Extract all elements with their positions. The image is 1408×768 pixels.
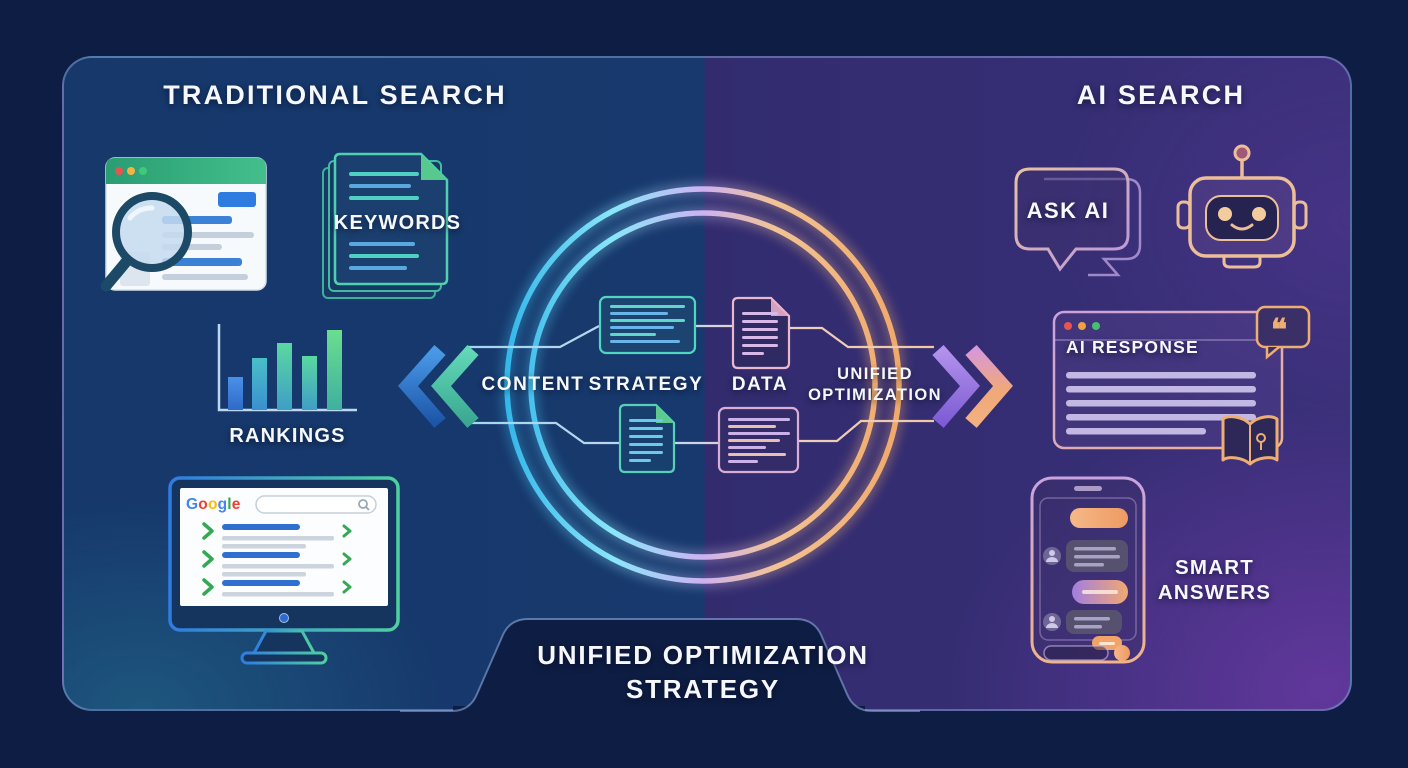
flow-connectors [468,324,934,445]
traditional-search-title: TRADITIONAL SEARCH [163,80,507,110]
google-logo-letter: g [217,496,228,513]
content-doc-icon [618,403,676,474]
content-label: CONTENT [481,374,585,395]
chat-bubble-bot [1043,540,1128,572]
magnifier-icon [100,192,192,292]
rankings-label: RANKINGS [229,425,346,447]
search-bar-magnifier-icon [358,499,370,511]
google-logo-letter: G [186,496,199,513]
google-logo-letter: l [227,496,232,513]
strategy-card-icon [598,295,697,355]
unified-optimization-line2: OPTIMIZATION [808,385,942,404]
data-doc-icon [731,296,791,370]
footer-notch [400,618,920,716]
footer-line1: UNIFIED OPTIMIZATION [537,640,869,670]
smart-answers-phone-icon [1030,476,1146,664]
strategy-label: STRATEGY [588,374,704,395]
google-logo-letter: o [198,496,208,513]
chat-send-button [1114,645,1130,661]
ai-response-window-icon: ❝ [1052,305,1311,466]
neon-ring [500,182,906,588]
chat-bubble-user-2 [1072,580,1128,604]
left-double-chevron-icon [398,345,479,428]
google-logo: Google [186,496,241,514]
search-bar [255,495,377,514]
smart-answers-label: SMART ANSWERS [1157,556,1272,604]
rankings-chart-icon [217,324,357,412]
unified-optimization-label: UNIFIED OPTIMIZATION [795,364,955,405]
google-logo-letter: e [231,496,241,513]
google-serp-monitor-icon [168,476,400,665]
data-label: DATA [731,374,789,395]
data-card-icon [717,406,800,474]
ai-response-label: AI RESPONSE [1066,337,1199,357]
chat-bubble-user [1070,508,1128,528]
search-results-browser-icon [100,157,267,292]
browser-header [106,158,266,184]
chat-bubble-bot-2 [1043,610,1122,634]
ask-ai-bubble-icon [1014,167,1142,277]
right-double-chevron-icon [932,345,1013,428]
google-logo-letter: o [207,496,218,513]
quote-bubble-icon: ❝ [1255,305,1311,360]
ask-ai-label: ASK AI [1026,198,1110,223]
keywords-label: KEYWORDS [333,212,462,234]
unified-optimization-line1: UNIFIED [837,365,913,383]
quote-glyph: ❝ [1271,314,1287,347]
keywords-doc-stack-icon [322,152,449,299]
footer-strategy-label: UNIFIED OPTIMIZATION STRATEGY [433,639,973,707]
serp-results [202,522,352,597]
robot-icon [1176,144,1308,269]
unified-flow-diagram [398,182,1013,588]
open-book-icon [1221,415,1279,466]
ai-search-title: AI SEARCH [1076,80,1246,110]
footer-line2: STRATEGY [625,673,781,704]
chat-input-bar [1043,645,1109,661]
